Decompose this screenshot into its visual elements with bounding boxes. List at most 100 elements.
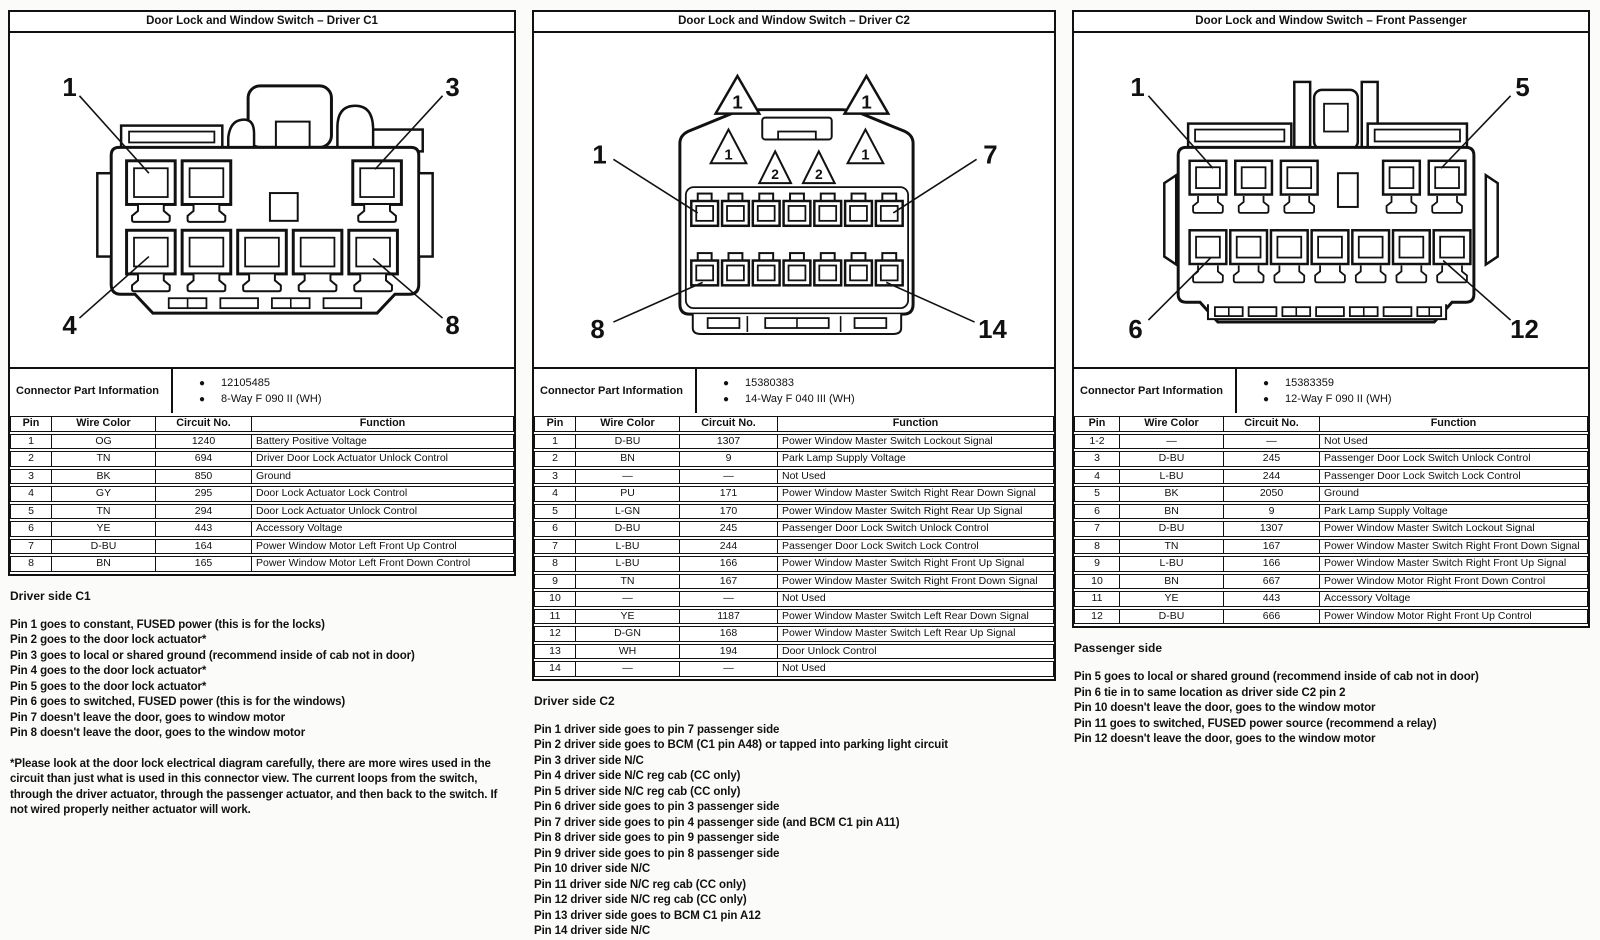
pin-table-row: 1-2——Not Used [1074, 433, 1588, 449]
circuit-no-cell: 167 [1224, 538, 1320, 554]
wire-color-cell: — [1120, 433, 1224, 449]
bullet-icon: ● [723, 394, 730, 405]
wire-color-cell: L-BU [576, 556, 680, 572]
pin-table-row: 10——Not Used [534, 591, 1054, 607]
wire-color-cell: BK [1120, 486, 1224, 502]
panel-title: Door Lock and Window Switch – Driver C1 [10, 12, 514, 33]
bullet-icon: ● [199, 394, 206, 405]
callout-number: 12 [1510, 316, 1539, 344]
circuit-no-cell: 164 [156, 538, 252, 554]
function-cell: Power Window Master Switch Left Rear Dow… [778, 608, 1054, 624]
note-line: Pin 6 tie in to same location as driver … [1074, 686, 1346, 699]
circuit-no-cell: 168 [680, 626, 778, 642]
wire-color-cell: L-BU [1120, 468, 1224, 484]
pin-cell: 7 [534, 538, 576, 554]
connector-body [1163, 80, 1499, 324]
pin-cell: 3 [1074, 451, 1120, 467]
notes-lines: Pin 1 goes to constant, FUSED power (thi… [10, 618, 514, 742]
function-cell: Not Used [1320, 433, 1588, 449]
function-cell: Accessory Voltage [1320, 591, 1588, 607]
circuit-no-cell: — [680, 661, 778, 677]
pin-cell: 6 [534, 521, 576, 537]
note-line: Pin 6 goes to switched, FUSED power (thi… [10, 696, 346, 708]
function-cell: Power Window Master Switch Right Front U… [778, 556, 1054, 572]
connector-drawing-area: 1 3 4 8 [10, 33, 514, 367]
wire-color-cell: PU [576, 486, 680, 502]
function-cell: Passenger Door Lock Switch Lock Control [1320, 468, 1588, 484]
circuit-no-cell: 850 [156, 468, 252, 484]
connector-drawing-area: 1 5 6 12 [1074, 33, 1588, 367]
col-header-circuit-no: Circuit No. [156, 416, 252, 432]
part-number: 15383359 [1285, 377, 1334, 389]
function-cell: Not Used [778, 661, 1054, 677]
function-cell: Driver Door Lock Actuator Unlock Control [252, 451, 514, 467]
circuit-no-cell: 171 [680, 486, 778, 502]
pin-cell: 2 [10, 451, 52, 467]
note-line: Pin 2 goes to the door lock actuator* [10, 634, 207, 646]
circuit-no-cell: 1307 [680, 433, 778, 449]
bullet-icon: ● [723, 378, 730, 389]
callout-number: 1 [1130, 74, 1144, 102]
bullet-icon: ● [199, 378, 206, 389]
triangle-marker: 2 [771, 166, 779, 182]
pin-cell: 4 [534, 486, 576, 502]
function-cell: Power Window Master Switch Right Rear Up… [778, 503, 1054, 519]
circuit-no-cell: 245 [680, 521, 778, 537]
part-info-items: ●15383359 ●12-Way F 090 II (WH) [1237, 369, 1588, 413]
panel-title: Door Lock and Window Switch – Driver C2 [534, 12, 1054, 33]
wire-color-cell: D-GN [576, 626, 680, 642]
circuit-no-cell: 443 [156, 521, 252, 537]
pin-cell: 5 [1074, 486, 1120, 502]
note-line: Pin 4 driver side N/C reg cab (CC only) [534, 770, 741, 782]
circuit-no-cell: 244 [680, 538, 778, 554]
bottom-band [167, 297, 363, 310]
function-cell: Door Lock Actuator Lock Control [252, 486, 514, 502]
note-line: Pin 3 goes to local or shared ground (re… [10, 649, 415, 662]
note-line: Pin 7 driver side goes to pin 4 passenge… [534, 816, 900, 829]
callouts: 1 7 8 14 [590, 141, 1007, 344]
function-cell: Battery Positive Voltage [252, 433, 514, 449]
col-header-circuit-no: Circuit No. [680, 416, 778, 432]
circuit-no-cell: 170 [680, 503, 778, 519]
callouts: 1 5 6 12 [1128, 74, 1538, 344]
wire-color-cell: WH [576, 643, 680, 659]
connector-drawing-area: 1 1 1 1 2 2 1 7 8 [534, 33, 1054, 367]
note-line: Pin 9 driver side goes to pin 8 passenge… [534, 847, 780, 860]
panel-driver-c2: Door Lock and Window Switch – Driver C2 [532, 10, 1056, 940]
col-header-wire-color: Wire Color [1120, 416, 1224, 432]
circuit-no-cell: 2050 [1224, 486, 1320, 502]
circuit-no-cell: — [1224, 433, 1320, 449]
note-line: Pin 8 driver side goes to pin 9 passenge… [534, 832, 780, 844]
triangle-marker: 1 [724, 147, 732, 163]
callout-number: 14 [978, 316, 1007, 344]
pin-cell: 6 [10, 521, 52, 537]
function-cell: Door Lock Actuator Unlock Control [252, 503, 514, 519]
callout-number: 8 [590, 316, 604, 344]
callout-number: 7 [983, 141, 997, 169]
function-cell: Ground [252, 468, 514, 484]
pin-cell: 5 [10, 503, 52, 519]
part-info-label: Connector Part Information [534, 369, 697, 413]
note-line: Pin 12 driver side N/C reg cab (CC only) [534, 894, 747, 906]
circuit-no-cell: 9 [680, 451, 778, 467]
pin-cell: 1 [10, 433, 52, 449]
callout-number: 4 [62, 312, 77, 340]
circuit-no-cell: — [680, 591, 778, 607]
wire-color-cell: OG [52, 433, 156, 449]
note-line: Pin 12 doesn't leave the door, goes to t… [1074, 733, 1376, 745]
function-cell: Passenger Door Lock Switch Unlock Contro… [778, 521, 1054, 537]
wire-color-cell: D-BU [1120, 608, 1224, 624]
wire-color-cell: TN [576, 573, 680, 589]
